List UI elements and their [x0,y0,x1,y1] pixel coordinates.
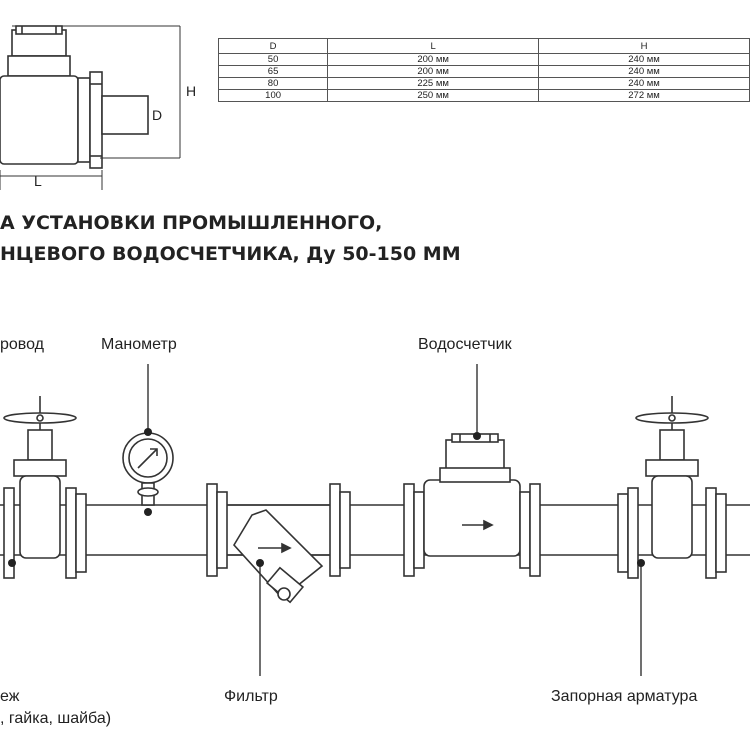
left-gate-valve [3,396,87,579]
table-row: 65 200 мм 240 мм [217,65,750,78]
cell-L: 225 мм [327,77,540,90]
title-line-1: А УСТАНОВКИ ПРОМЫШЛЕННОГО, [0,212,383,234]
cell-D: 80 [217,77,329,90]
dim-label-D: D [152,107,162,123]
label-shutoff-valve: Запорная арматура [551,688,698,705]
table-row: 100 250 мм 272 мм [217,89,750,102]
col-header-D: D [217,38,329,54]
cell-L: 200 мм [327,53,540,66]
table-row: 80 225 мм 240 мм [217,77,750,90]
water-meter [403,433,541,577]
cell-L: 250 мм [327,89,540,102]
cell-D: 100 [217,89,329,102]
label-flange-sub: , гайка, шайба) [0,710,112,727]
meter-dimension-drawing [0,25,181,190]
dim-label-L: L [34,173,42,189]
manometer-assembly [122,432,174,506]
label-manometer: Манометр [101,336,177,353]
cell-D: 65 [217,65,329,78]
table-header-row: D L H [217,38,750,54]
diagram-title: А УСТАНОВКИ ПРОМЫШЛЕННОГО, НЦЕВОГО ВОДОСЧ… [0,208,750,270]
label-pipeline: ровод [0,336,44,353]
cell-H: 240 мм [538,77,750,90]
dim-label-H: H [186,83,196,99]
cell-H: 240 мм [538,53,750,66]
label-filter: Фильтр [224,688,278,705]
right-gate-valve [617,396,727,579]
table-row: 50 200 мм 240 мм [217,53,750,66]
cell-L: 200 мм [327,65,540,78]
label-water-meter: Водосчетчик [418,336,512,353]
col-header-L: L [327,38,540,54]
cell-H: 240 мм [538,65,750,78]
strainer-filter [206,483,351,604]
cell-H: 272 мм [538,89,750,102]
title-line-2: НЦЕВОГО ВОДОСЧЕТЧИКА, Ду 50-150 ММ [0,243,461,265]
label-flange: еж [0,688,20,705]
dimension-table: D L H 50 200 мм 240 мм 65 200 мм 240 мм … [217,38,750,102]
cell-D: 50 [217,53,329,66]
col-header-H: H [538,38,750,54]
callout-leaders [8,364,645,676]
